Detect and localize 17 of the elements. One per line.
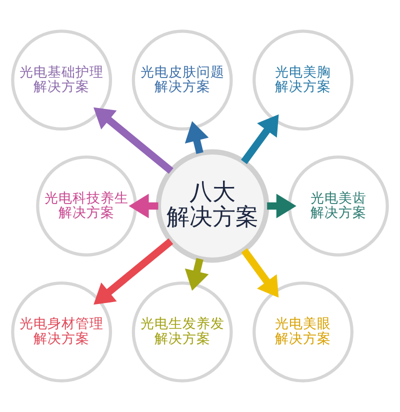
node-circle: 光电美齿解决方案 xyxy=(288,156,389,256)
arrow xyxy=(128,194,158,218)
arrow xyxy=(184,121,209,154)
node-circle: 光电美胸解决方案 xyxy=(252,30,354,131)
node-circle: 光电皮肤问题解决方案 xyxy=(132,30,233,131)
node-circle: 光电基础护理解决方案 xyxy=(11,30,112,131)
arrow xyxy=(241,114,279,164)
arrow xyxy=(94,238,174,305)
node-circle: 光电科技养生解决方案 xyxy=(36,156,138,256)
arrow xyxy=(184,258,209,291)
arrow xyxy=(267,194,296,218)
arrow xyxy=(241,248,279,298)
arrow xyxy=(94,107,174,174)
node-circle: 光电生发养发解决方案 xyxy=(132,281,233,382)
node-circle: 八大解决方案 xyxy=(156,149,270,263)
node-circle: 光电身材管理解决方案 xyxy=(11,281,112,382)
node-circle: 光电美眼解决方案 xyxy=(252,281,354,382)
